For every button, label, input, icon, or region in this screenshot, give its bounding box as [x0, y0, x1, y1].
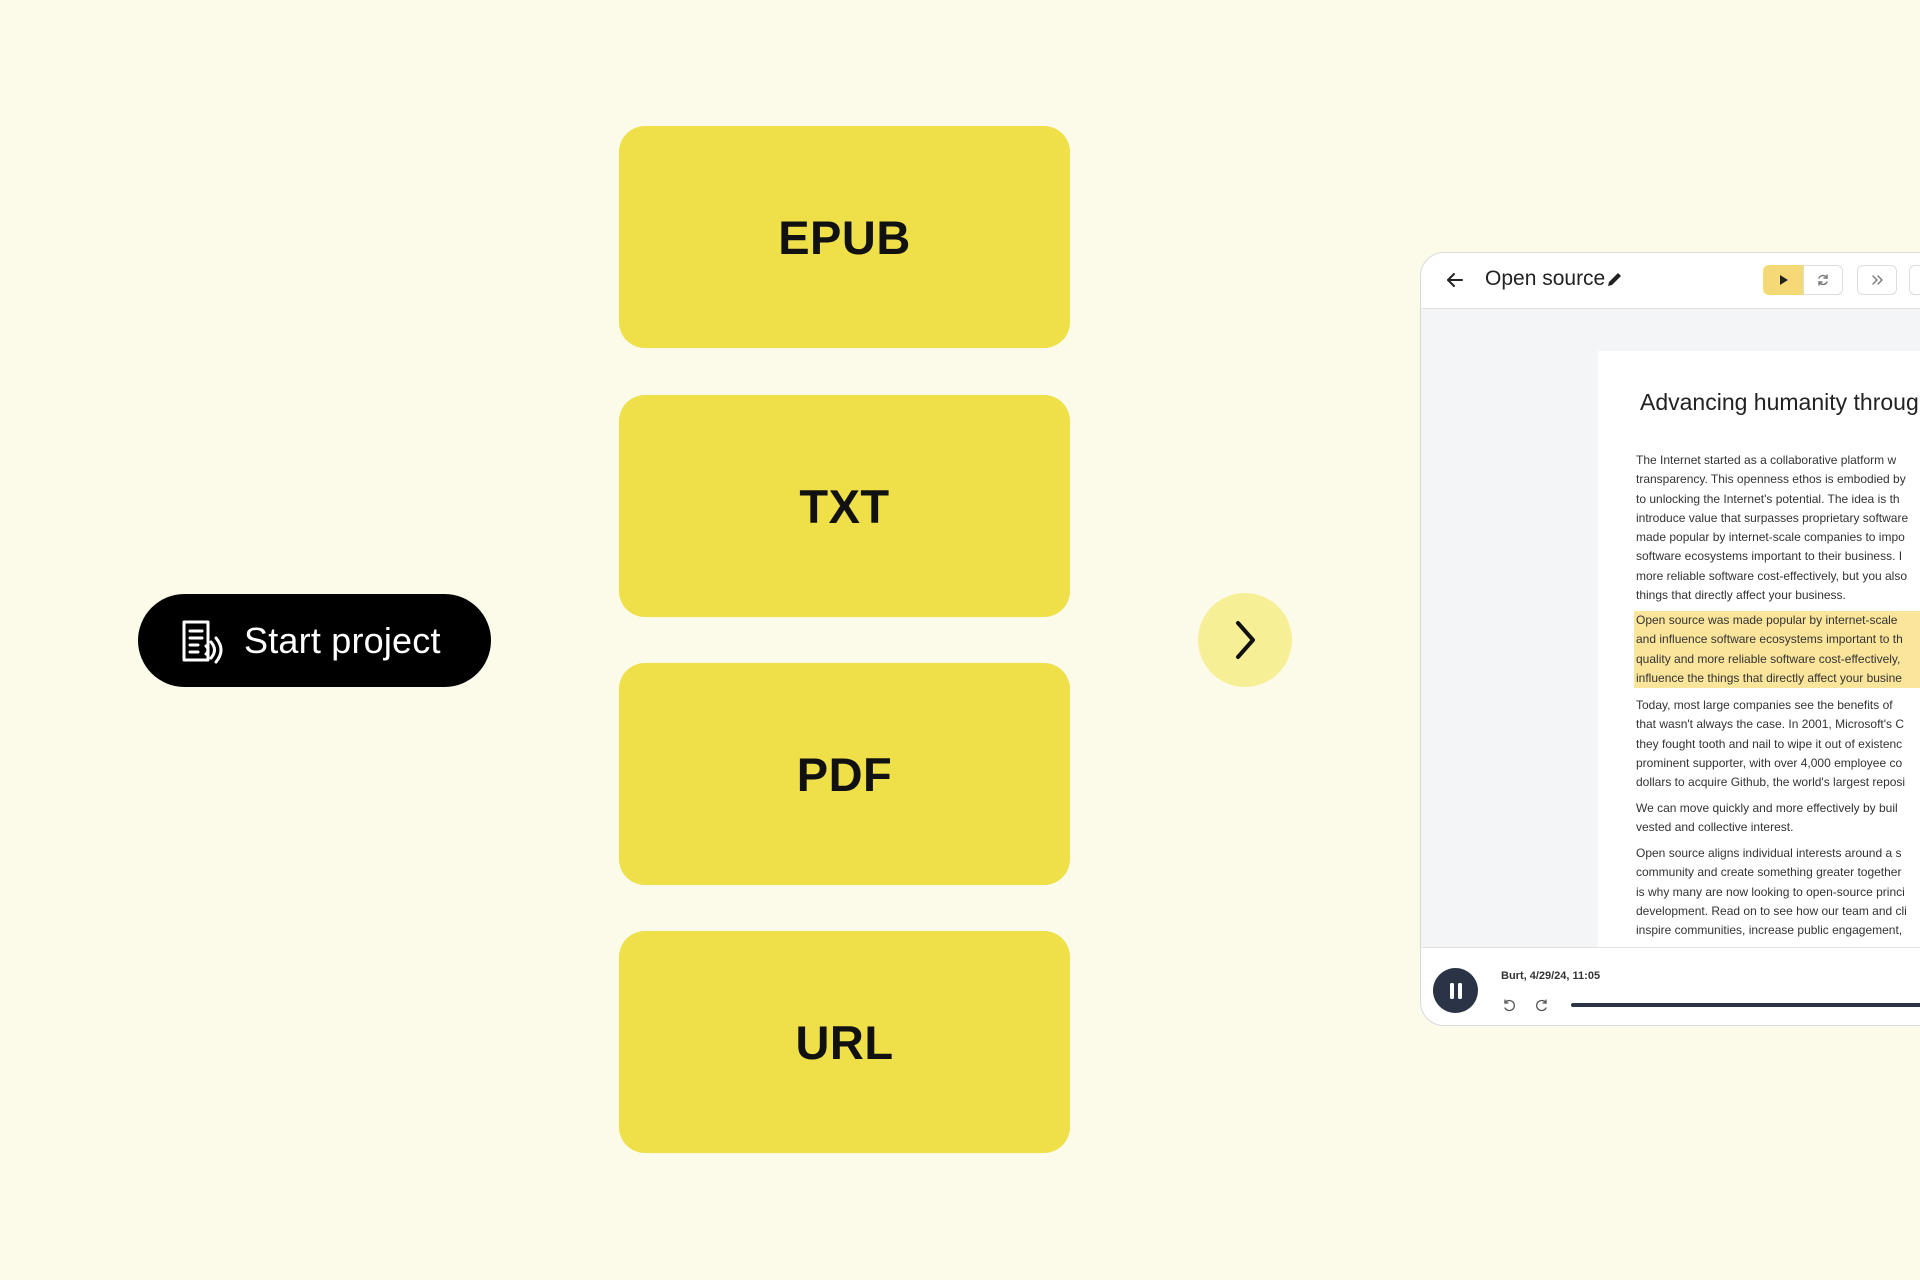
play-icon: [1780, 275, 1788, 285]
voice-date-label: Burt, 4/29/24, 11:05: [1501, 970, 1601, 982]
text-line: inspire communities, increase public eng…: [1636, 923, 1903, 938]
pencil-icon[interactable]: [1606, 270, 1624, 288]
format-label: URL: [795, 1015, 894, 1069]
document-title[interactable]: Open source: [1485, 267, 1606, 290]
format-card-txt[interactable]: TXT: [619, 395, 1070, 617]
forward-10-icon[interactable]: [1534, 997, 1550, 1013]
regenerate-button[interactable]: [1803, 265, 1843, 295]
back-arrow-icon[interactable]: [1445, 270, 1465, 290]
text-line: vested and collective interest.: [1636, 820, 1794, 835]
text-line: The Internet started as a collaborative …: [1636, 453, 1897, 467]
skip-forward-button[interactable]: [1857, 265, 1897, 295]
format-label: EPUB: [778, 210, 911, 264]
text-line: introduce value that surpasses proprieta…: [1636, 510, 1909, 525]
text-line: dollars to acquire Github, the world's l…: [1636, 775, 1906, 790]
text-line: influence the things that directly affec…: [1636, 670, 1902, 685]
refresh-icon: [1818, 274, 1828, 286]
paragraph[interactable]: The Internet started as a collaborative …: [1636, 451, 1920, 605]
document-page: Advancing humanity throug The Internet s…: [1598, 351, 1920, 971]
text-line: prominent supporter, with over 4,000 emp…: [1636, 755, 1903, 770]
pause-icon: [1449, 982, 1462, 999]
text-line: quality and more reliable software cost-…: [1636, 651, 1901, 666]
text-line: Open source was made popular by internet…: [1636, 613, 1898, 627]
paragraph[interactable]: Today, most large companies see the bene…: [1636, 696, 1920, 792]
text-line: transparency. This openness ethos is emb…: [1636, 472, 1906, 487]
play-button[interactable]: [1763, 265, 1803, 295]
text-line: to unlocking the Internet's potential. T…: [1636, 491, 1900, 506]
editor-panel: Open source Advancing humanity throug Th…: [1420, 252, 1920, 1026]
text-line: We can move quickly and more effectively…: [1636, 801, 1898, 815]
pause-button[interactable]: [1433, 968, 1478, 1013]
text-line: community and create something greater t…: [1636, 865, 1902, 880]
highlighted-paragraph[interactable]: Open source was made popular by internet…: [1634, 611, 1920, 689]
editor-header: Open source: [1421, 253, 1920, 309]
text-line: made popular by internet-scale companies…: [1636, 530, 1905, 545]
paragraph[interactable]: We can move quickly and more effectively…: [1636, 799, 1920, 838]
start-project-button[interactable]: Start project: [138, 594, 491, 687]
start-project-label: Start project: [244, 619, 441, 661]
text-line: Open source aligns individual interests …: [1636, 846, 1902, 860]
text-line: is why many are now looking to open-sour…: [1636, 884, 1905, 899]
text-line: that wasn't always the case. In 2001, Mi…: [1636, 717, 1905, 732]
document-audio-icon: [176, 616, 226, 666]
paragraph[interactable]: Open source aligns individual interests …: [1636, 844, 1920, 940]
format-card-epub[interactable]: EPUB: [619, 126, 1070, 348]
format-label: TXT: [799, 479, 890, 533]
more-button[interactable]: [1909, 265, 1920, 295]
text-line: software ecosystems important to their b…: [1636, 549, 1903, 564]
text-line: they fought tooth and nail to wipe it ou…: [1636, 736, 1903, 751]
format-label: PDF: [796, 747, 893, 801]
text-line: development. Read on to see how our team…: [1636, 903, 1907, 918]
document-heading: Advancing humanity throug: [1640, 389, 1919, 415]
format-card-url[interactable]: URL: [619, 931, 1070, 1153]
audio-player: Burt, 4/29/24, 11:05: [1421, 947, 1920, 1025]
text-line: more reliable software cost-effectively,…: [1636, 568, 1908, 583]
rewind-10-icon[interactable]: [1501, 997, 1517, 1013]
text-line: and influence software ecosystems import…: [1636, 632, 1903, 647]
text-line: Today, most large companies see the bene…: [1636, 698, 1893, 712]
playback-progress-bar[interactable]: [1571, 1003, 1920, 1007]
text-line: things that directly affect your busines…: [1636, 588, 1846, 603]
next-button[interactable]: [1198, 593, 1292, 687]
document-viewport[interactable]: Advancing humanity throug The Internet s…: [1421, 309, 1920, 971]
format-card-pdf[interactable]: PDF: [619, 663, 1070, 885]
chevron-right-icon: [1236, 621, 1255, 659]
double-chevron-right-icon: [1872, 275, 1883, 285]
